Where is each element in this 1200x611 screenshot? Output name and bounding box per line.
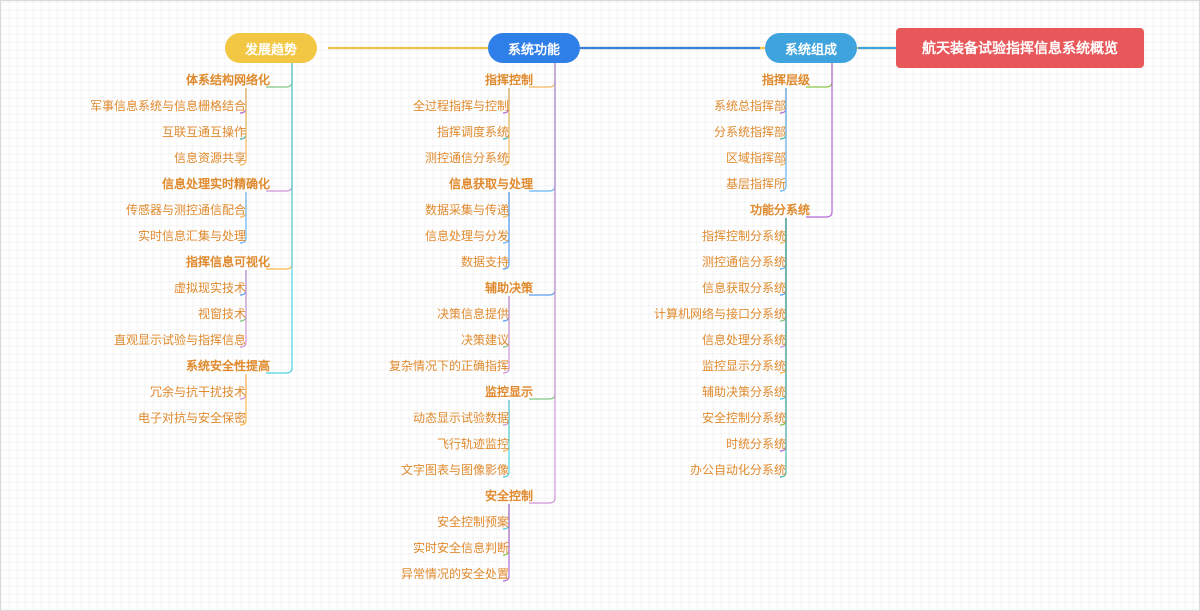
leaf-topic[interactable]: 互联互通互操作 bbox=[161, 125, 246, 139]
branch-topic-2[interactable]: 发展趋势 bbox=[225, 33, 317, 63]
leaf-topic[interactable]: 测控通信分系统 bbox=[424, 151, 509, 165]
leaf-topic[interactable]: 视窗技术 bbox=[197, 307, 246, 321]
leaf-topic[interactable]: 复杂情况下的正确指挥 bbox=[388, 359, 509, 373]
leaf-topic[interactable]: 指挥调度系统 bbox=[436, 125, 509, 139]
subtopic[interactable]: 指挥信息可视化 bbox=[185, 255, 270, 269]
branch-topic-0[interactable]: 系统组成 bbox=[765, 33, 857, 63]
root-topic[interactable]: 航天装备试验指挥信息系统概览 bbox=[896, 28, 1144, 68]
leaf-topic[interactable]: 虚拟现实技术 bbox=[173, 281, 246, 295]
leaf-topic[interactable]: 实时信息汇集与处理 bbox=[137, 229, 246, 243]
leaf-topic[interactable]: 信息资源共享 bbox=[173, 151, 246, 165]
leaf-topic[interactable]: 办公自动化分系统 bbox=[689, 463, 786, 477]
leaf-topic[interactable]: 全过程指挥与控制 bbox=[412, 99, 509, 113]
leaf-topic[interactable]: 数据支持 bbox=[460, 255, 509, 269]
subtopic[interactable]: 信息处理实时精确化 bbox=[161, 177, 270, 191]
subtopic[interactable]: 辅助决策 bbox=[484, 281, 533, 295]
leaf-topic[interactable]: 动态显示试验数据 bbox=[412, 411, 509, 425]
leaf-topic[interactable]: 飞行轨迹监控 bbox=[436, 437, 509, 451]
leaf-topic[interactable]: 系统总指挥部 bbox=[713, 99, 786, 113]
leaf-topic[interactable]: 测控通信分系统 bbox=[701, 255, 786, 269]
leaf-topic[interactable]: 分系统指挥部 bbox=[713, 125, 786, 139]
leaf-topic[interactable]: 文字图表与图像影像 bbox=[400, 463, 509, 477]
leaf-topic[interactable]: 计算机网络与接口分系统 bbox=[653, 307, 786, 321]
leaf-topic[interactable]: 区域指挥部 bbox=[725, 151, 786, 165]
leaf-topic[interactable]: 电子对抗与安全保密 bbox=[137, 411, 246, 425]
leaf-topic[interactable]: 安全控制预案 bbox=[436, 515, 509, 529]
leaf-topic[interactable]: 直观显示试验与指挥信息 bbox=[113, 333, 246, 347]
subtopic[interactable]: 安全控制 bbox=[484, 489, 533, 503]
leaf-topic[interactable]: 冗余与抗干扰技术 bbox=[149, 385, 246, 399]
leaf-topic[interactable]: 安全控制分系统 bbox=[701, 411, 786, 425]
leaf-topic[interactable]: 信息处理分系统 bbox=[701, 333, 786, 347]
leaf-topic[interactable]: 实时安全信息判断 bbox=[412, 541, 509, 555]
subtopic[interactable]: 功能分系统 bbox=[749, 203, 810, 217]
leaf-topic[interactable]: 决策建议 bbox=[460, 333, 509, 347]
leaf-topic[interactable]: 军事信息系统与信息栅格结合 bbox=[89, 99, 246, 113]
subtopic[interactable]: 指挥层级 bbox=[761, 73, 810, 87]
subtopic[interactable]: 信息获取与处理 bbox=[448, 177, 533, 191]
leaf-topic[interactable]: 信息处理与分发 bbox=[424, 229, 509, 243]
subtopic[interactable]: 监控显示 bbox=[484, 385, 533, 399]
leaf-topic[interactable]: 异常情况的安全处置 bbox=[400, 567, 509, 581]
subtopic[interactable]: 指挥控制 bbox=[484, 73, 533, 87]
leaf-topic[interactable]: 传感器与测控通信配合 bbox=[125, 203, 246, 217]
leaf-topic[interactable]: 决策信息提供 bbox=[436, 307, 509, 321]
subtopic[interactable]: 系统安全性提高 bbox=[185, 359, 270, 373]
branch-topic-1[interactable]: 系统功能 bbox=[488, 33, 580, 63]
subtopic[interactable]: 体系结构网络化 bbox=[185, 73, 270, 87]
leaf-topic[interactable]: 时统分系统 bbox=[725, 437, 786, 451]
leaf-topic[interactable]: 信息获取分系统 bbox=[701, 281, 786, 295]
leaf-topic[interactable]: 指挥控制分系统 bbox=[701, 229, 786, 243]
leaf-topic[interactable]: 监控显示分系统 bbox=[701, 359, 786, 373]
leaf-topic[interactable]: 基层指挥所 bbox=[725, 177, 786, 191]
leaf-topic[interactable]: 数据采集与传递 bbox=[424, 203, 509, 217]
leaf-topic[interactable]: 辅助决策分系统 bbox=[701, 385, 786, 399]
